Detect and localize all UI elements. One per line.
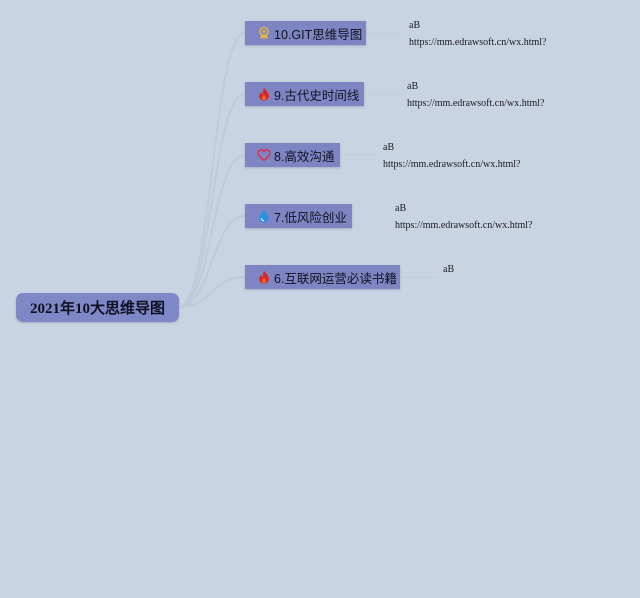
connector-root-topic-3 (178, 154, 246, 308)
root-topic-label: 2021年10大思维导图 (29, 301, 165, 317)
fire-icon (257, 87, 271, 101)
connector-root-topic-5 (178, 276, 246, 308)
note-link[interactable]: https://mm.edrawsoft.cn/wx.html? (395, 220, 533, 231)
root-topic[interactable]: 2021年10大思维导图 (16, 293, 179, 322)
award-icon (257, 26, 271, 40)
topic-low-risk-startup[interactable]: 7.低风险创业 (245, 204, 352, 228)
note-text: aB (383, 142, 395, 153)
topic-label: 7.低风险创业 (274, 210, 347, 225)
topic-label: 6.互联网运营必读书籍 (274, 271, 397, 286)
topic-ancient-history-timeline[interactable]: 9.古代史时间线 (245, 82, 364, 106)
connector-root-topic-4 (178, 215, 246, 308)
heart-icon (257, 148, 271, 162)
topic-label: 8.高效沟通 (274, 149, 335, 164)
note-text: aB (395, 203, 407, 214)
connector-root-topic-2 (178, 93, 246, 308)
topic-internet-operations-books[interactable]: 6.互联网运营必读书籍 (245, 265, 400, 289)
note-link[interactable]: https://mm.edrawsoft.cn/wx.html? (407, 98, 545, 109)
note-text: aB (407, 81, 419, 92)
topic-note: aB https://mm.edrawsoft.cn/wx.html? (409, 17, 546, 51)
topic-efficient-communication[interactable]: 8.高效沟通 (245, 143, 340, 167)
fire-icon (257, 270, 271, 284)
topic-note: aB https://mm.edrawsoft.cn/wx.html? (407, 78, 544, 112)
connector-root-topic-1 (178, 32, 246, 308)
topic-git-mindmap[interactable]: 10.GIT思维导图 (245, 21, 366, 45)
topic-note: aB https://mm.edrawsoft.cn/wx.html? (395, 200, 532, 234)
topic-note: aB (443, 261, 454, 278)
topic-label: 9.古代史时间线 (274, 88, 360, 103)
note-link[interactable]: https://mm.edrawsoft.cn/wx.html? (383, 159, 521, 170)
water-drop-icon (257, 209, 271, 223)
note-text: aB (443, 264, 455, 275)
topic-note: aB https://mm.edrawsoft.cn/wx.html? (383, 139, 520, 173)
note-link[interactable]: https://mm.edrawsoft.cn/wx.html? (409, 37, 547, 48)
note-text: aB (409, 20, 421, 31)
topic-label: 10.GIT思维导图 (274, 27, 363, 42)
